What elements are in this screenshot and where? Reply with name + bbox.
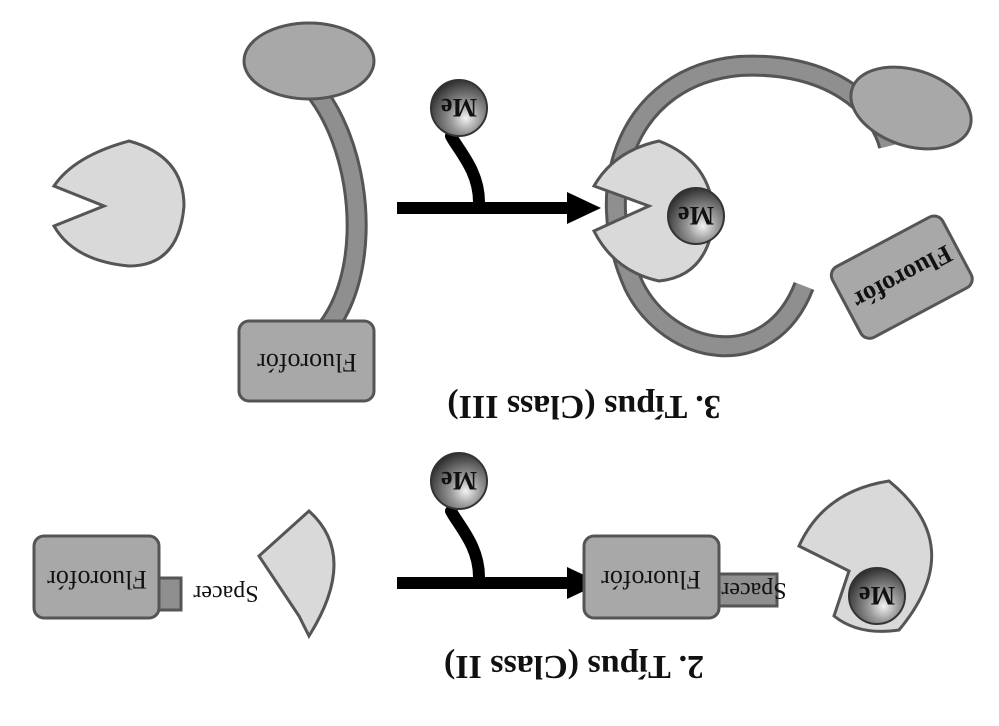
class2-bound-metal-label: Me bbox=[859, 581, 895, 610]
class3-after-fluorophore bbox=[829, 214, 974, 340]
class2-after-fluorophore bbox=[582, 534, 721, 620]
class2-incoming-metal-label: Me bbox=[441, 466, 477, 495]
class3-before-end-group bbox=[242, 21, 376, 101]
class2-bound-metal-ion bbox=[848, 567, 906, 625]
class2-before-sensor: Fluorofór Spacer bbox=[32, 508, 336, 640]
class2-after-sensor: Me Fluorofór Spacer bbox=[582, 479, 933, 633]
class3-after-sensor: Fluorofór Me bbox=[591, 54, 974, 358]
class3-before-receptor bbox=[51, 139, 186, 268]
class3-caption: 3. Típus (Class III) bbox=[447, 388, 720, 425]
class2-before-spacer-label: Spacer bbox=[193, 580, 258, 606]
class2-after-spacer-label: Spacer bbox=[721, 577, 786, 603]
class2-arrow: Me bbox=[397, 452, 601, 599]
class3-bound-metal-ion bbox=[667, 187, 725, 245]
class2-before-fluorophore-label: Fluorofór bbox=[47, 565, 147, 594]
class2-incoming-metal-ion bbox=[430, 452, 488, 510]
class3-after-receptor bbox=[591, 139, 716, 283]
class3-arrow: Me bbox=[397, 79, 601, 224]
class3-after-end-group bbox=[849, 65, 973, 151]
class2-after-fluorophore-label: Fluorofór bbox=[601, 565, 701, 594]
class3-bound-metal-label: Me bbox=[678, 201, 714, 230]
class2-before-fluorophore bbox=[32, 534, 161, 620]
class3-incoming-metal-ion bbox=[430, 79, 488, 137]
class3-incoming-metal-label: Me bbox=[441, 93, 477, 122]
class2-caption: 2. Típus (Class II) bbox=[444, 648, 704, 685]
class3-before-fluorophore bbox=[237, 319, 376, 403]
class3-before-sensor: Fluorofór bbox=[51, 21, 376, 403]
class2-before-receptor bbox=[257, 508, 336, 640]
class3-before-fluorophore-label: Fluorofór bbox=[257, 348, 357, 377]
